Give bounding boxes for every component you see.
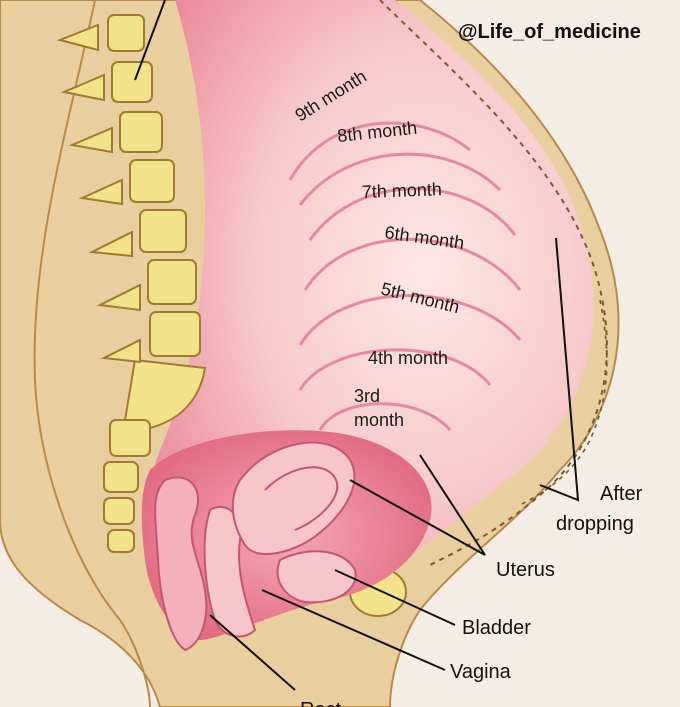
after-dropping-bracket bbox=[539, 237, 580, 502]
uterus-leader-1 bbox=[419, 454, 486, 556]
spinous-process bbox=[60, 73, 105, 102]
vagina-leader bbox=[261, 589, 446, 671]
label-rectum-partial: Rect bbox=[300, 699, 342, 707]
watermark-text: @Life_of_medicine bbox=[458, 21, 641, 43]
spine-leader-line bbox=[134, 0, 166, 81]
vertebra bbox=[107, 14, 145, 52]
arc-4th-month bbox=[298, 348, 492, 391]
leader-lines bbox=[134, 0, 580, 691]
spinous-process bbox=[78, 178, 123, 206]
label-3rd: 3rd bbox=[354, 386, 380, 406]
arc-6th-month bbox=[303, 237, 522, 291]
back-contour bbox=[33, 0, 151, 707]
label-after: After bbox=[600, 483, 643, 505]
vertebra bbox=[147, 259, 197, 305]
rectum bbox=[154, 476, 208, 652]
vertebra bbox=[139, 209, 187, 253]
arc-5th-month bbox=[298, 294, 522, 346]
uterus-leader-2 bbox=[349, 479, 486, 556]
vertebra bbox=[119, 111, 163, 153]
spinous-process bbox=[68, 126, 113, 154]
rectum-leader bbox=[209, 614, 296, 691]
vertebra bbox=[111, 61, 153, 103]
label-7th-month: 7th month bbox=[361, 179, 442, 202]
label-uterus: Uterus bbox=[496, 559, 555, 581]
spinous-process bbox=[96, 283, 141, 312]
arc-8th-month bbox=[298, 152, 502, 206]
month-arcs bbox=[288, 121, 522, 431]
after-dropping-skin-outline bbox=[519, 299, 608, 506]
label-bladder: Bladder bbox=[462, 617, 531, 639]
uterus-fold bbox=[264, 466, 339, 531]
label-4th-month: 4th month bbox=[368, 348, 448, 368]
spinous-process bbox=[56, 23, 99, 52]
spinous-process bbox=[88, 230, 133, 258]
arc-7th-month bbox=[308, 187, 517, 241]
bladder-leader bbox=[334, 569, 456, 626]
label-dropping: dropping bbox=[556, 513, 634, 535]
vertebra bbox=[129, 159, 175, 203]
arc-3rd-month bbox=[318, 402, 452, 431]
vertebra bbox=[109, 419, 151, 457]
spine bbox=[56, 14, 207, 553]
bladder-shape bbox=[276, 550, 357, 604]
uterus-early bbox=[231, 441, 356, 556]
after-dropping-outline bbox=[379, 0, 608, 566]
vertebra bbox=[149, 311, 201, 357]
spinous-process bbox=[100, 338, 141, 364]
arc-9th-month bbox=[288, 121, 471, 181]
label-vagina: Vagina bbox=[450, 661, 512, 683]
vertebra bbox=[103, 461, 139, 493]
vertebra bbox=[103, 497, 135, 525]
label-3rd-month: month bbox=[354, 410, 404, 430]
vertebra bbox=[107, 529, 135, 553]
